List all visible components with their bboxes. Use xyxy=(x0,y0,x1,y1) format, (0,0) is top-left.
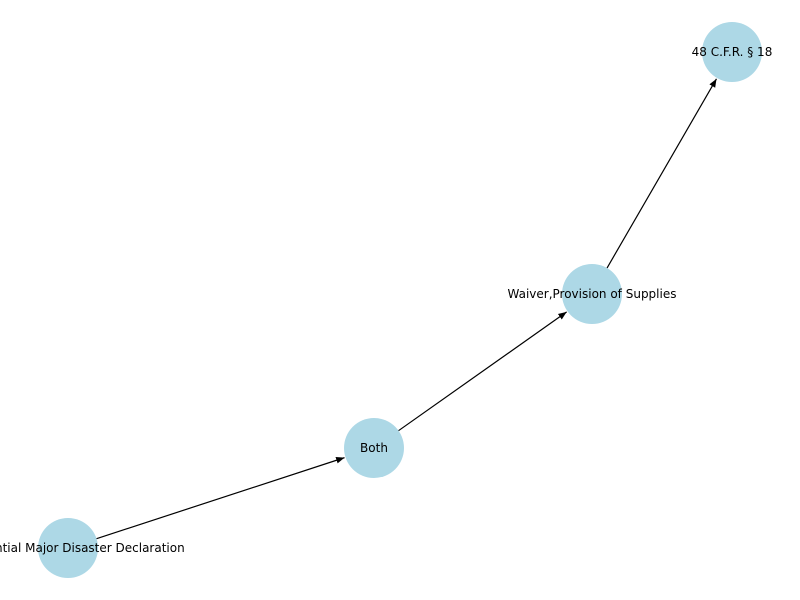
node-both: Both xyxy=(344,418,404,478)
edge-arrow-declaration-to-both xyxy=(96,457,345,540)
node-label-cfr: 48 C.F.R. § 18 xyxy=(692,45,773,59)
node-circle-cfr xyxy=(702,22,762,82)
node-label-both: Both xyxy=(360,441,388,455)
node-waiver: Waiver,Provision of Supplies xyxy=(508,264,677,324)
edges-layer xyxy=(96,78,717,540)
edge-arrow-waiver-to-cfr xyxy=(606,78,717,269)
node-circle-both xyxy=(344,418,404,478)
node-label-declaration: Presidential Major Disaster Declaration xyxy=(0,541,185,555)
edge-arrow-both-to-waiver xyxy=(398,311,568,432)
node-circle-waiver xyxy=(562,264,622,324)
node-cfr: 48 C.F.R. § 18 xyxy=(692,22,773,82)
node-label-waiver: Waiver,Provision of Supplies xyxy=(508,287,677,301)
node-declaration: Presidential Major Disaster Declaration xyxy=(0,518,185,578)
node-circle-declaration xyxy=(38,518,98,578)
nodes-layer: Presidential Major Disaster Declaration B… xyxy=(0,22,772,578)
